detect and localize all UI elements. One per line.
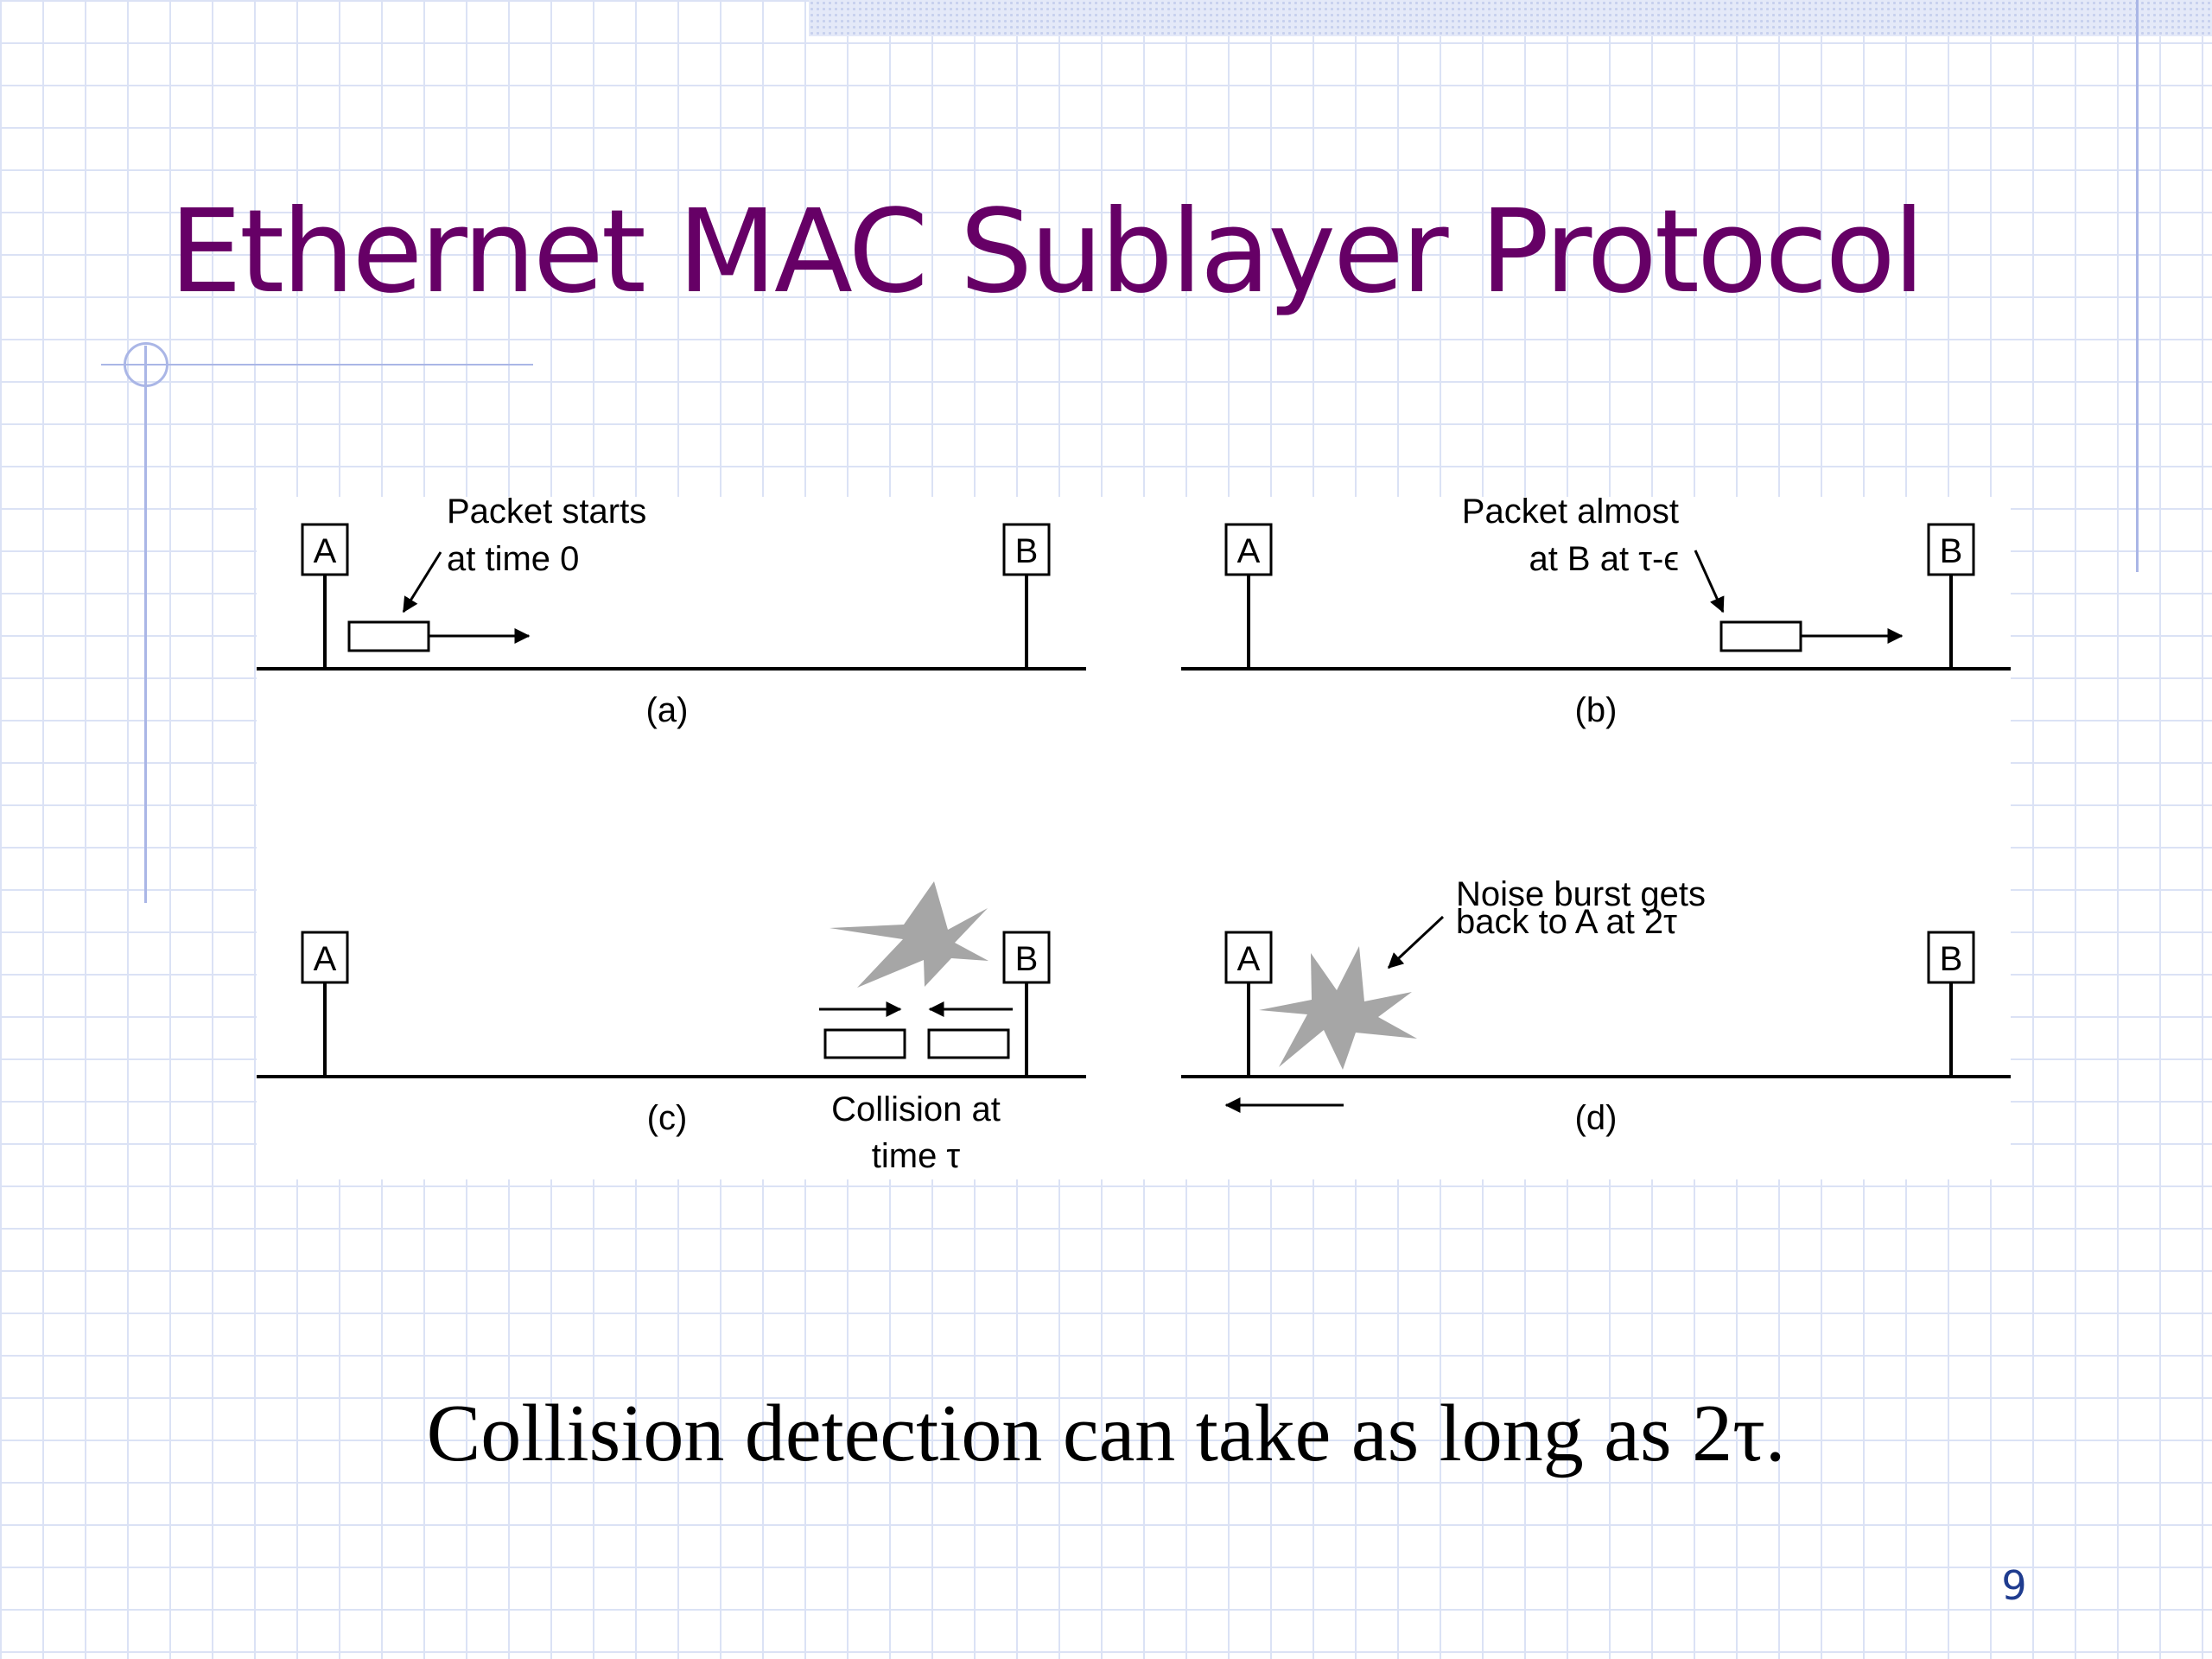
station-a-box [1224, 931, 1273, 984]
panel-a: A B Packet starts at time 0 (a) [257, 497, 1086, 729]
station-b-label: B [1015, 940, 1039, 978]
panel-label: (d) [1575, 1099, 1618, 1137]
panel-label: (a) [646, 691, 689, 729]
station-a-box [1224, 523, 1273, 576]
annotation-line-1: Collision at [831, 1090, 1001, 1128]
slide-title: Ethernet MAC Sublayer Protocol [169, 186, 1925, 319]
annotation-line-1: Noise burst gets [1456, 875, 1706, 913]
station-a-label: A [314, 532, 337, 570]
station-b-label: B [1940, 940, 1963, 978]
callout-arrow [402, 551, 442, 613]
panel-c: A B (c) Collision at time τ [257, 881, 1086, 1175]
station-b-label: B [1940, 532, 1963, 570]
panel-d: A B Noise burst gets back to A at 2τ (d) [1181, 875, 2011, 1137]
top-decorative-band [809, 0, 2212, 36]
slide-caption: Collision detection can take as long as … [426, 1389, 1786, 1478]
station-b-box [1002, 523, 1051, 576]
station-b-box [1927, 931, 1975, 984]
annotation-line-2: back to A at 2τ [1456, 903, 1677, 941]
collision-detection-figure: A B Packet starts at time 0 (a) A B Pack… [257, 497, 2011, 1179]
packet-from-b [927, 1028, 1010, 1059]
callout-arrow [1387, 915, 1445, 969]
page-number: 9 [2001, 1562, 2027, 1609]
panel-b: A B Packet almost at B at τ-ϵ (b) [1181, 497, 2011, 729]
panel-label: (c) [647, 1099, 688, 1137]
annotation-line-2: at time 0 [447, 540, 579, 578]
station-b-box [1002, 931, 1051, 984]
title-underline-rule [101, 364, 533, 365]
annotation-line-1: Packet almost [1462, 497, 1679, 531]
annotation-line-2: at B at τ-ϵ [1529, 540, 1679, 578]
right-decorative-rule [2136, 0, 2139, 572]
panel-label: (b) [1575, 691, 1618, 729]
packet-from-a [823, 1028, 906, 1059]
callout-arrow [1694, 550, 1725, 613]
station-a-box [301, 523, 349, 576]
packet [1719, 620, 1802, 652]
station-a-label: A [1237, 940, 1261, 978]
noise-burst [1259, 946, 1417, 1070]
station-a-label: A [314, 940, 337, 978]
station-b-label: B [1015, 532, 1039, 570]
collision-burst [830, 881, 988, 988]
packet [347, 620, 430, 652]
station-a-label: A [1237, 532, 1261, 570]
figure-svg: A B Packet starts at time 0 (a) A B Pack… [257, 497, 2011, 1175]
left-decorative-rule [144, 346, 147, 903]
annotation-line-1: Packet starts [447, 497, 646, 531]
station-b-box [1927, 523, 1975, 576]
title-target-circle [124, 342, 168, 387]
station-a-box [301, 931, 349, 984]
annotation-line-2: time τ [872, 1137, 961, 1175]
